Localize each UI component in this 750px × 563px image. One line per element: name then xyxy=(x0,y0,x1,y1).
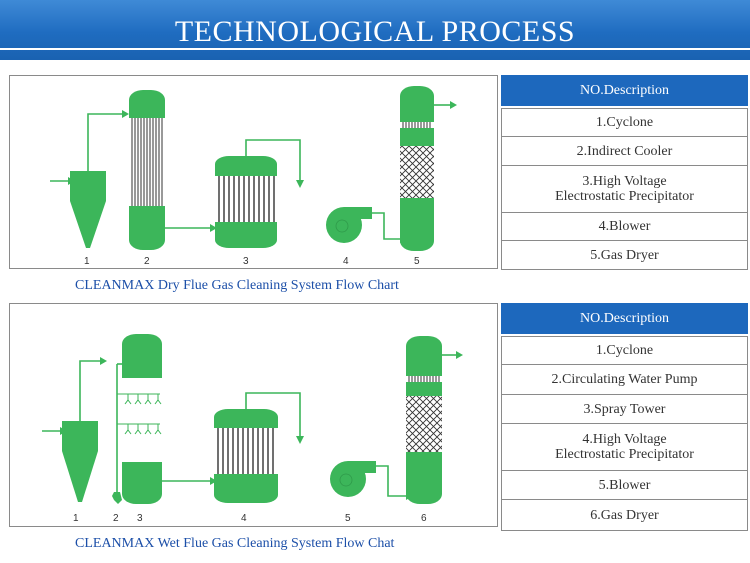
electrostatic-precipitator xyxy=(215,156,277,248)
dry-label-2: 2 xyxy=(144,256,150,267)
dry-label-5: 5 xyxy=(414,256,420,267)
wet-label-1: 1 xyxy=(73,513,79,524)
banner-underline xyxy=(0,48,750,50)
wet-label-2: 2 xyxy=(113,513,119,524)
dry-table-row: 2.Indirect Cooler xyxy=(501,136,748,166)
electrostatic-precipitator xyxy=(214,409,278,503)
dry-table-row: 1.Cyclone xyxy=(501,108,748,137)
gas-dryer xyxy=(406,336,442,504)
dry-label-1: 1 xyxy=(84,256,90,267)
wet-label-5: 5 xyxy=(345,513,351,524)
circulating-water-pump xyxy=(112,492,122,504)
wet-label-3: 3 xyxy=(137,513,143,524)
indirect-cooler xyxy=(129,90,165,250)
wet-table-row: 3.Spray Tower xyxy=(501,394,748,424)
title-banner: TECHNOLOGICAL PROCESS xyxy=(0,0,750,60)
dry-table-row: 4.Blower xyxy=(501,212,748,241)
wet-table-row: 1.Cyclone xyxy=(501,336,748,365)
wet-caption: CLEANMAX Wet Flue Gas Cleaning System Fl… xyxy=(75,536,395,551)
cyclone xyxy=(70,171,106,248)
wet-table-row: 5.Blower xyxy=(501,470,748,500)
dry-table-header: NO.Description xyxy=(501,75,748,106)
blower xyxy=(326,207,372,243)
spray-tower xyxy=(117,334,162,504)
page-title: TECHNOLOGICAL PROCESS xyxy=(174,15,576,48)
wet-table-row: 2.Circulating Water Pump xyxy=(501,364,748,395)
dry-caption: CLEANMAX Dry Flue Gas Cleaning System Fl… xyxy=(75,278,399,293)
dry-table-row: 3.High Voltage Electrostatic Precipitato… xyxy=(501,165,748,213)
wet-system-diagram: 1 2 3 4 5 6 xyxy=(9,303,498,527)
wet-label-4: 4 xyxy=(241,513,247,524)
blower xyxy=(330,461,376,497)
wet-table-header: NO.Description xyxy=(501,303,748,334)
dry-label-3: 3 xyxy=(243,256,249,267)
cyclone xyxy=(62,421,98,502)
wet-table-row: 4.High Voltage Electrostatic Precipitato… xyxy=(501,423,748,471)
wet-description-table: NO.Description 1.Cyclone 2.Circulating W… xyxy=(501,303,748,531)
dry-label-4: 4 xyxy=(343,256,349,267)
wet-table-row: 6.Gas Dryer xyxy=(501,499,748,531)
wet-label-6: 6 xyxy=(421,513,427,524)
dry-description-table: NO.Description 1.Cyclone 2.Indirect Cool… xyxy=(501,75,748,270)
gas-dryer xyxy=(400,86,434,251)
dry-table-row: 5.Gas Dryer xyxy=(501,240,748,270)
dry-system-diagram: 1 2 3 4 5 xyxy=(9,75,498,269)
